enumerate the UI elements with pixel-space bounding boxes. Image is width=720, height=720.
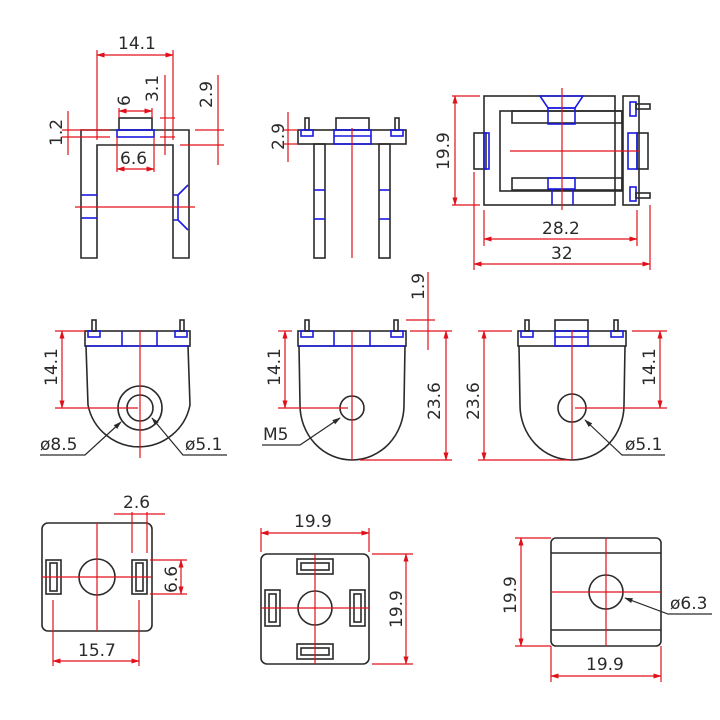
dim-hole-dia-right: ø5.1: [625, 435, 662, 455]
dim-width-center-bottom: 19.9: [294, 512, 332, 532]
dim-width-right-bottom: 19.9: [586, 655, 624, 675]
view-side-top: 2.9: [269, 112, 407, 259]
dim-height-center-bottom: 19.9: [387, 590, 407, 628]
view-right-mid: 23.6 14.1 ø5.1: [464, 319, 667, 461]
dim-hole-dia-bottom: ø6.3: [670, 594, 707, 614]
dim-pin-height: 1.9: [409, 273, 429, 300]
dim-gap: 1.2: [47, 119, 67, 146]
dim-inner-length: 28.2: [542, 219, 580, 239]
dim-total-height-center: 23.6: [425, 382, 445, 420]
dim-hole-depth-right: 14.1: [640, 348, 660, 386]
dim-thread: M5: [263, 425, 288, 445]
dim-tab-width: 6: [115, 95, 135, 106]
dim-overall-length: 32: [551, 244, 573, 264]
dim-plan-height: 19.9: [434, 132, 454, 170]
dim-slot-width: 6.6: [120, 149, 147, 169]
dim-hole-depth-left: 14.1: [42, 348, 62, 386]
dim-total-height-right: 23.6: [464, 382, 484, 420]
dim-plate-thickness-side: 2.9: [269, 123, 289, 150]
view-plan-top: 19.9 28.2 32: [434, 88, 651, 270]
view-right-bottom: 19.9 19.9 ø6.3: [501, 537, 712, 682]
view-center-mid: 14.1 M5 23.6 1.9: [262, 272, 452, 461]
dim-hole-depth-center: 14.1: [265, 348, 285, 386]
dim-plate-thickness: 2.9: [197, 81, 217, 108]
dim-slot-width-bottom: 2.6: [123, 493, 150, 513]
view-left-bottom: 2.6 6.6 15.7: [41, 493, 187, 666]
dim-tab-height: 3.1: [143, 75, 163, 102]
view-left-mid: 14.1 ø8.5 ø5.1: [40, 319, 227, 458]
view-front-top: 14.1 6 3.1 6.6 1.2 2.9: [47, 34, 224, 259]
dim-overall-width: 14.1: [118, 34, 156, 54]
dim-slot-height: 6.6: [162, 566, 182, 593]
dim-height-right-bottom: 19.9: [501, 576, 521, 614]
view-center-bottom: 19.9 19.9: [260, 512, 413, 665]
dim-counterbore-dia: ø8.5: [40, 435, 77, 455]
dim-hole-dia-left: ø5.1: [185, 435, 222, 455]
dim-slot-spacing: 15.7: [78, 641, 116, 661]
